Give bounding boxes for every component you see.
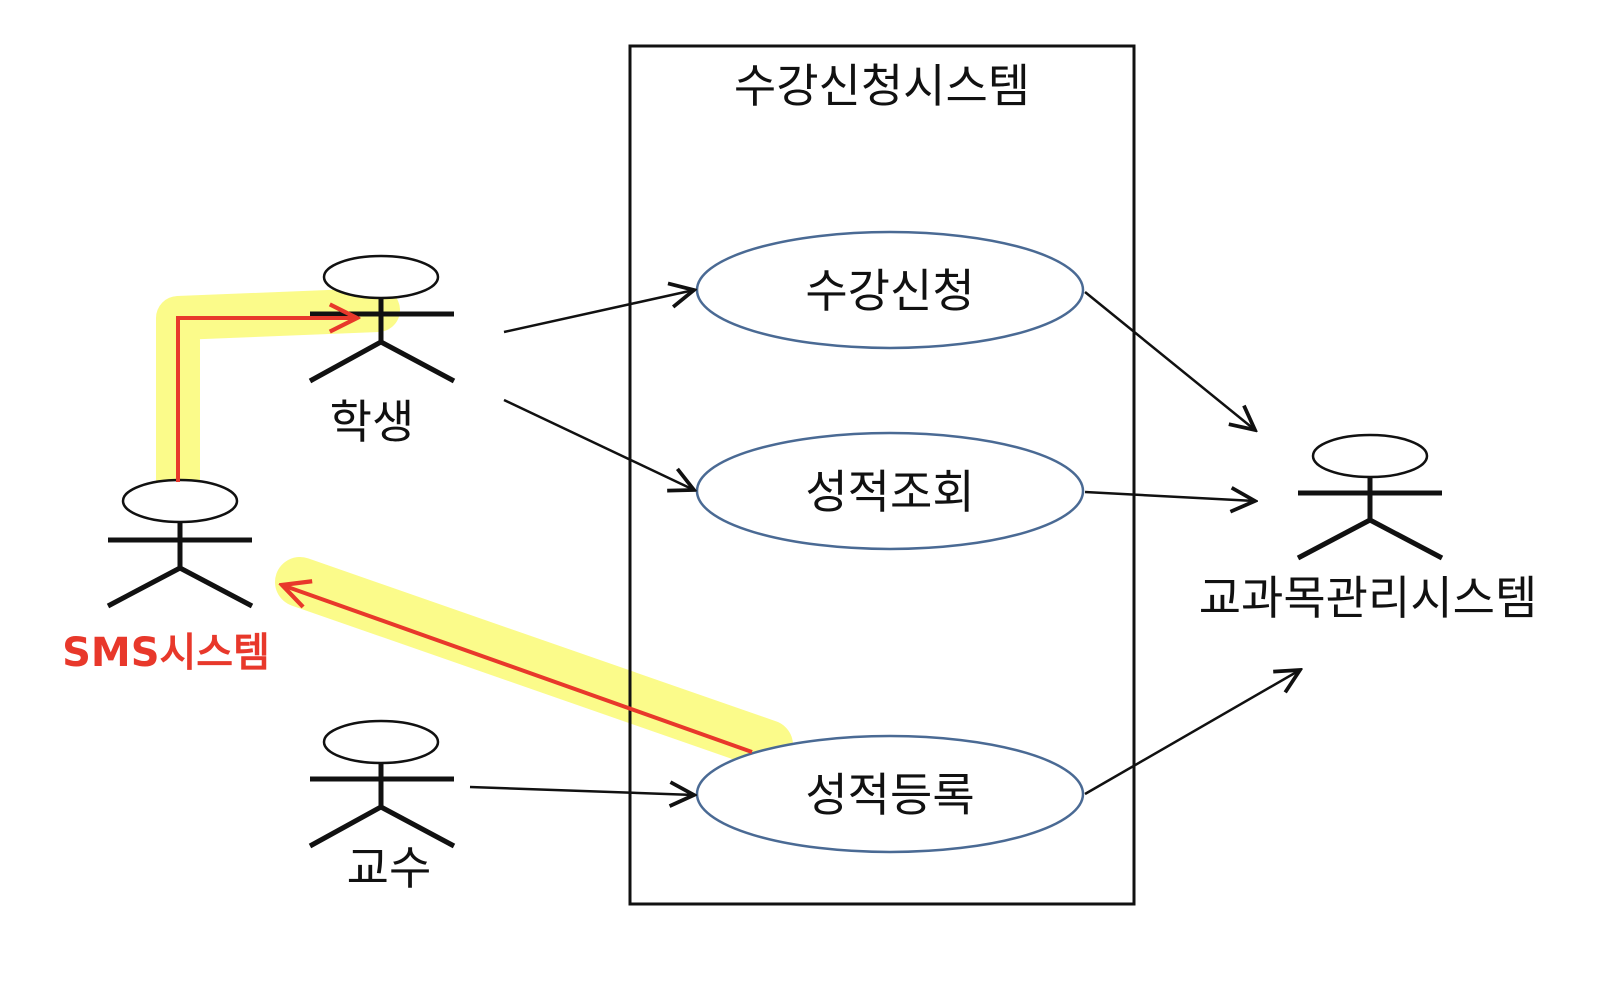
use-case-enroll[interactable]: 수강신청: [695, 230, 1085, 350]
use-case-grade-register[interactable]: 성적등록: [695, 734, 1085, 854]
use-case-label: 성적등록: [805, 768, 974, 822]
actor-label: 교과목관리시스템: [1199, 571, 1538, 625]
highlight-marks: [156, 288, 793, 770]
highlight-register-to-sms: [275, 557, 793, 770]
actor-student[interactable]: 학생: [308, 254, 456, 449]
system-title: 수강신청시스템: [734, 59, 1030, 113]
use-case-label: 성적조회: [805, 465, 974, 519]
arrow-student-to-enroll: [503, 290, 694, 334]
actor-head: [1311, 433, 1429, 479]
arrow-enroll-to-course-mgmt: [1084, 291, 1255, 430]
associations: [469, 290, 1300, 796]
actor-leg-left: [308, 804, 383, 849]
actor-leg-left: [308, 339, 383, 384]
arrow-professor-to-grade-register: [469, 787, 694, 795]
actor-leg-right: [379, 339, 456, 384]
actor-leg-left: [106, 565, 182, 609]
actor-label: 교수: [347, 841, 432, 895]
arrow-student-to-grade-view: [503, 398, 694, 490]
actor-label: SMS시스템: [62, 630, 270, 676]
actor-sms-system[interactable]: SMS시스템: [62, 478, 270, 676]
red-arrow-sms-to-student: [176, 318, 357, 482]
actor-label: 학생: [330, 395, 415, 449]
red-arrows: [176, 318, 753, 754]
actor-head: [121, 478, 239, 524]
actor-leg-left: [1296, 517, 1372, 561]
actor-course-management-system[interactable]: 교과목관리시스템: [1199, 433, 1538, 625]
actor-leg-right: [379, 804, 456, 849]
system-boundary: [628, 44, 1136, 906]
actor-head: [322, 719, 440, 765]
use-case-label: 수강신청: [805, 264, 974, 318]
actor-leg-right: [1368, 517, 1444, 561]
actor-leg-right: [178, 565, 254, 609]
red-arrow-register-to-sms: [282, 585, 753, 754]
actor-head: [322, 254, 440, 300]
arrow-grade-view-to-course-mgmt: [1084, 492, 1255, 501]
use-case-grade-view[interactable]: 성적조회: [695, 431, 1085, 551]
actor-professor[interactable]: 교수: [308, 719, 456, 895]
arrow-grade-register-to-course-mgmt: [1084, 670, 1300, 796]
